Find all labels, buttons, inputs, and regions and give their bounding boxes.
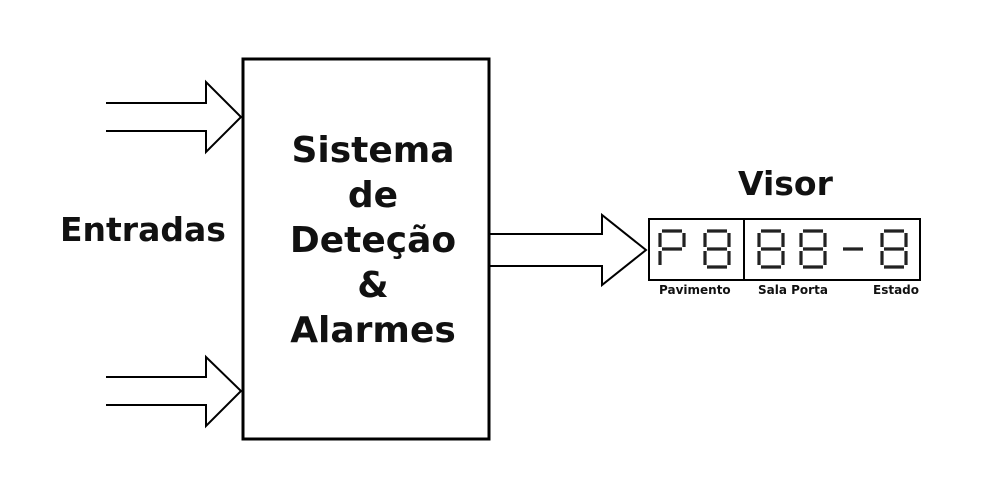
display-character xyxy=(703,229,731,269)
seven-segment-digits xyxy=(658,229,908,269)
display-label-floor: Pavimento xyxy=(659,283,731,297)
input-arrow-bottom xyxy=(106,354,243,429)
display-character xyxy=(658,229,686,265)
display-label-room-door: Sala Porta xyxy=(758,283,828,297)
system-label-line: Sistema xyxy=(291,130,455,171)
system-label-line: Deteção xyxy=(289,220,457,261)
system-block xyxy=(241,57,491,441)
inputs-label: Entradas xyxy=(60,210,226,249)
system-label-line: de xyxy=(347,175,399,216)
system-label: Sistema de Deteção & Alarmes xyxy=(260,128,486,353)
display-label-state: Estado xyxy=(873,283,920,297)
system-label-line: Alarmes xyxy=(290,310,456,351)
output-arrow xyxy=(490,212,648,288)
display-character xyxy=(757,229,785,269)
display-title: Visor xyxy=(738,164,833,203)
system-label-line: & xyxy=(357,265,389,306)
display-character xyxy=(799,229,827,269)
display-character xyxy=(880,229,908,269)
input-arrow-top xyxy=(106,79,243,155)
display-panel xyxy=(648,218,921,281)
